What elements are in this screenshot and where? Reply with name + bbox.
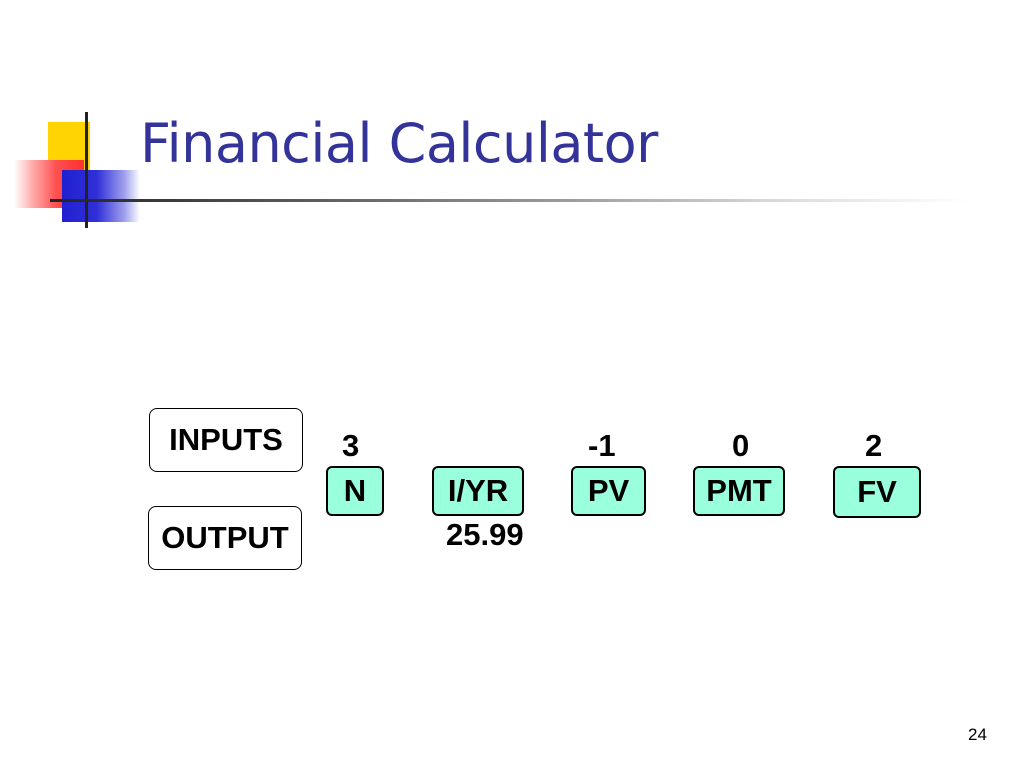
- input-value-n: 3: [342, 428, 360, 463]
- output-label: OUTPUT: [148, 506, 302, 570]
- title-underline: [50, 199, 970, 202]
- key-fv: FV: [833, 466, 921, 518]
- inputs-label: INPUTS: [149, 408, 303, 472]
- corner-decoration: [0, 0, 160, 240]
- input-value-fv: 2: [865, 428, 883, 463]
- output-value-iyr: 25.99: [446, 517, 524, 552]
- slide-title: Financial Calculator: [140, 112, 658, 175]
- key-n: N: [326, 466, 384, 516]
- blue-square-decoration: [62, 170, 140, 222]
- input-value-pmt: 0: [732, 428, 750, 463]
- vertical-rule: [85, 112, 88, 228]
- key-iyr: I/YR: [432, 466, 524, 516]
- key-pmt: PMT: [693, 466, 785, 516]
- input-value-pv: -1: [588, 428, 616, 463]
- key-pv: PV: [571, 466, 646, 516]
- page-number: 24: [968, 725, 987, 744]
